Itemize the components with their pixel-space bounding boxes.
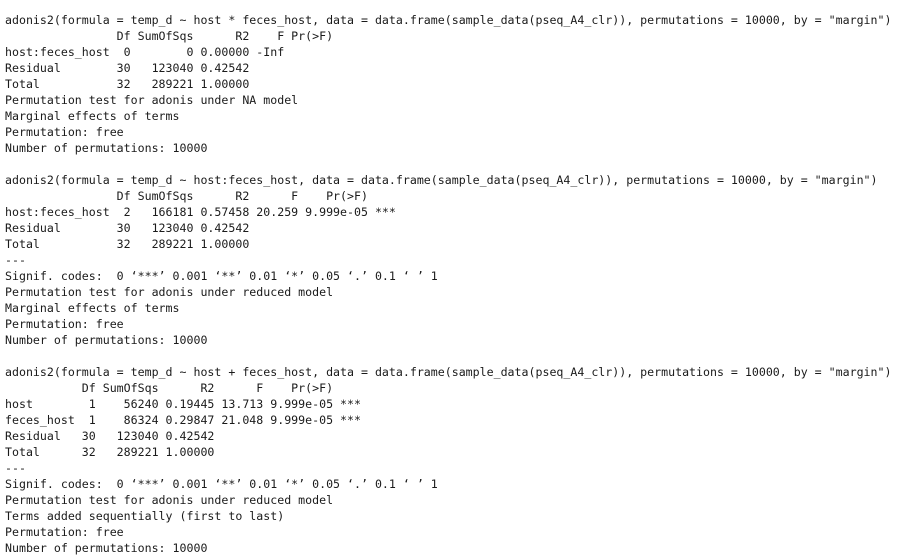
console-line: Permutation: free bbox=[5, 525, 124, 539]
console-line: adonis2(formula = temp_d ~ host * feces_… bbox=[5, 13, 892, 27]
console-line: adonis2(formula = temp_d ~ host + feces_… bbox=[5, 365, 892, 379]
console-line: feces_host 1 86324 0.29847 21.048 9.999e… bbox=[5, 413, 361, 427]
console-line: Permutation test for adonis under reduce… bbox=[5, 285, 334, 299]
console-line: host 1 56240 0.19445 13.713 9.999e-05 **… bbox=[5, 397, 361, 411]
console-line: Permutation test for adonis under reduce… bbox=[5, 493, 334, 507]
console-line bbox=[5, 348, 891, 364]
console-line: host:feces_host 0 0 0.00000 -Inf bbox=[5, 45, 334, 59]
console-line: Residual 30 123040 0.42542 bbox=[5, 429, 361, 443]
console-line: Marginal effects of terms bbox=[5, 301, 180, 315]
console-line bbox=[5, 156, 891, 172]
console-line: Terms added sequentially (first to last) bbox=[5, 509, 285, 523]
console-line: Df SumOfSqs R2 F Pr(>F) bbox=[5, 29, 334, 43]
console-line: Total 32 289221 1.00000 bbox=[5, 445, 361, 459]
console-line: --- bbox=[5, 253, 26, 267]
console-line: Permutation: free bbox=[5, 317, 124, 331]
console-line: Marginal effects of terms bbox=[5, 109, 180, 123]
console-line: Residual 30 123040 0.42542 bbox=[5, 61, 334, 75]
console-line: Permutation: free bbox=[5, 125, 124, 139]
console-output: adonis2(formula = temp_d ~ host * feces_… bbox=[5, 12, 891, 556]
console-line: Signif. codes: 0 ‘***’ 0.001 ‘**’ 0.01 ‘… bbox=[5, 477, 438, 491]
console-line: Number of permutations: 10000 bbox=[5, 333, 208, 347]
console-line: Signif. codes: 0 ‘***’ 0.001 ‘**’ 0.01 ‘… bbox=[5, 269, 438, 283]
console-line: Total 32 289221 1.00000 bbox=[5, 77, 334, 91]
console-line: Number of permutations: 10000 bbox=[5, 141, 208, 155]
console-line: Df SumOfSqs R2 F Pr(>F) bbox=[5, 189, 396, 203]
console-line: adonis2(formula = temp_d ~ host:feces_ho… bbox=[5, 173, 878, 187]
console-line: host:feces_host 2 166181 0.57458 20.259 … bbox=[5, 205, 396, 219]
console-line: Df SumOfSqs R2 F Pr(>F) bbox=[5, 381, 361, 395]
console-line: --- bbox=[5, 461, 26, 475]
console-line: Residual 30 123040 0.42542 bbox=[5, 221, 396, 235]
console-line: Total 32 289221 1.00000 bbox=[5, 237, 396, 251]
console-line: Permutation test for adonis under NA mod… bbox=[5, 93, 299, 107]
console-line: Number of permutations: 10000 bbox=[5, 541, 208, 555]
